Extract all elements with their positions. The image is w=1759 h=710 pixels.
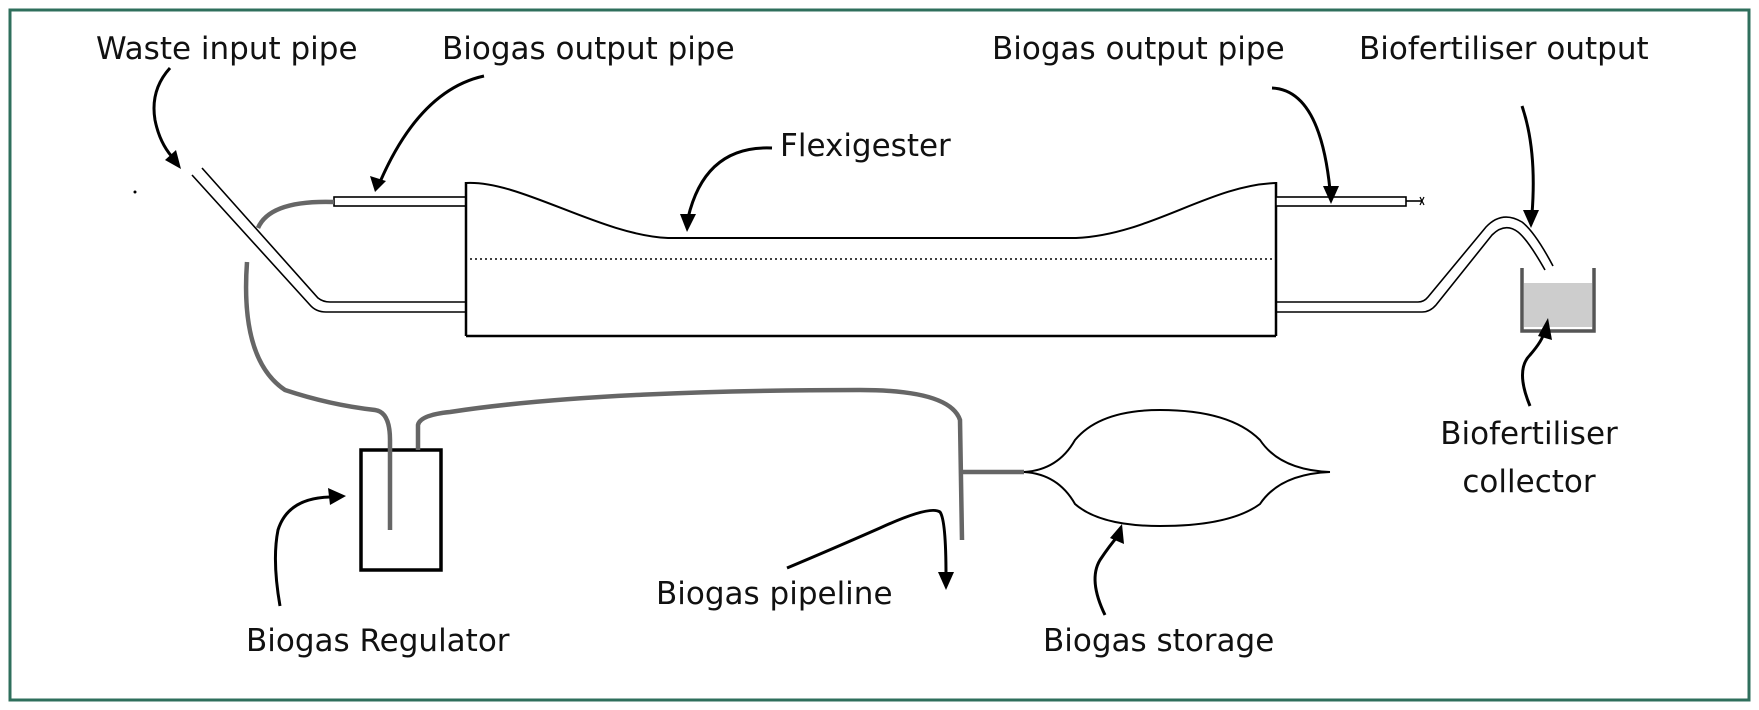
arrow-biogas-output-left (378, 74, 485, 183)
arrowhead-biofertiliser-output (1523, 210, 1539, 228)
label-biogas-regulator: Biogas Regulator (246, 623, 510, 659)
arrowhead-biofertiliser-collector (1538, 318, 1552, 340)
arrowheads (165, 150, 1552, 590)
arrow-waste-input (152, 66, 177, 162)
leader-arrows (152, 66, 1546, 616)
arrowhead-biogas-output-right (1323, 186, 1339, 204)
label-biogas-output-pipe-right: Biogas output pipe (992, 31, 1285, 67)
biogas-regulator-box (359, 448, 443, 572)
label-flexigester: Flexigester (780, 128, 951, 164)
biofertiliser-output-pipe (1276, 216, 1554, 313)
biofertiliser-collector (1520, 268, 1596, 333)
arrow-biofertiliser-collector (1521, 331, 1546, 407)
label-waste-input-pipe: Waste input pipe (96, 31, 358, 67)
arrowhead-flexigester (680, 214, 696, 232)
arrowhead-biogas-pipeline (938, 572, 954, 590)
diagram-border (8, 8, 1751, 702)
arrow-biofertiliser-output (1520, 105, 1535, 215)
label-biofertiliser-collector-line2: collector (1462, 464, 1596, 500)
arrowhead-biogas-output-left (370, 176, 386, 192)
arrow-biogas-regulator (273, 495, 331, 607)
biogas-output-pipe-right (1275, 196, 1425, 207)
flexigester (464, 181, 1278, 338)
arrow-biogas-output-right (1271, 86, 1332, 191)
label-biogas-output-pipe-left: Biogas output pipe (442, 31, 735, 67)
gas-lines (243, 199, 1024, 541)
label-biofertiliser-collector-line1: Biofertiliser (1440, 416, 1618, 452)
label-biogas-pipeline: Biogas pipeline (656, 576, 893, 612)
label-biogas-storage: Biogas storage (1043, 623, 1275, 659)
waste-input-pipe (191, 167, 466, 313)
arrowhead-waste-input (165, 150, 181, 169)
label-biofertiliser-output: Biofertiliser output (1359, 31, 1649, 67)
arrowhead-biogas-storage (1110, 524, 1124, 544)
biogas-storage-balloon (1023, 408, 1331, 528)
arrow-biogas-storage (1093, 535, 1120, 616)
arrowhead-biogas-regulator (328, 488, 346, 505)
biogas-output-pipe-left (333, 196, 467, 207)
arrow-flexigester (686, 146, 773, 219)
arrow-biogas-pipeline (786, 508, 948, 577)
stray-dot (133, 190, 137, 194)
